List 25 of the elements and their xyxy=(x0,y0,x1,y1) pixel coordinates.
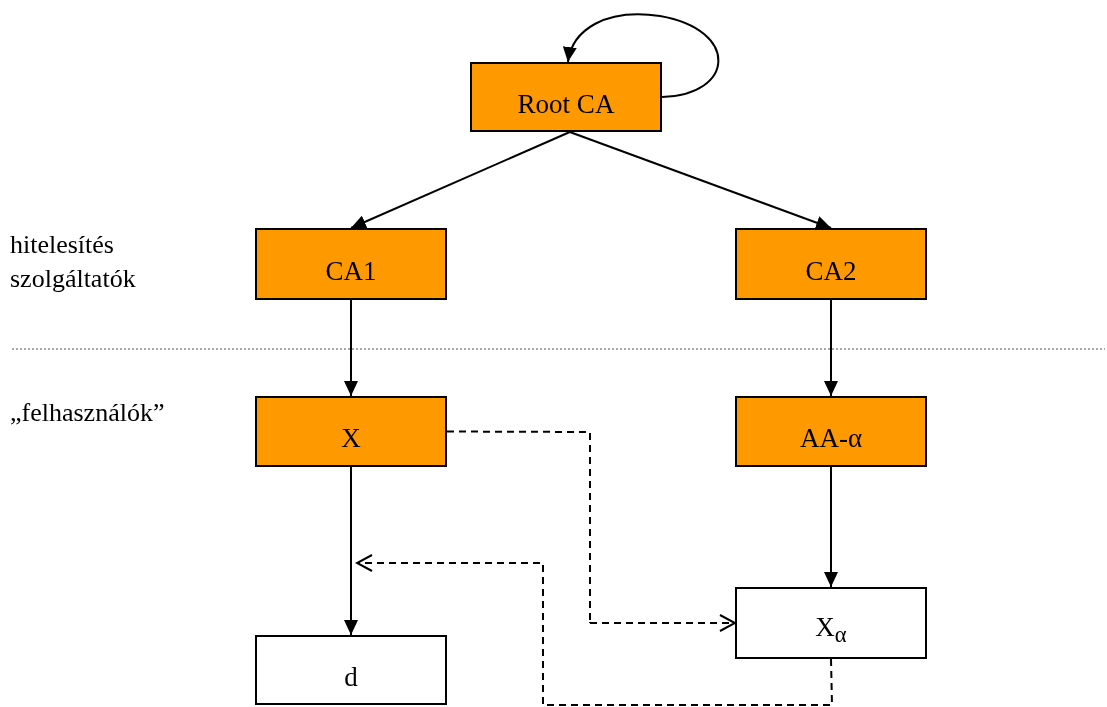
node-label: X xyxy=(341,423,361,454)
self-loop-arrow xyxy=(564,13,720,98)
node-label: Root CA xyxy=(517,88,615,120)
node-label: X$_{α}$ xyxy=(815,611,847,649)
arrow xyxy=(350,131,571,229)
dashed-arrow xyxy=(356,554,834,706)
node-box xyxy=(735,587,927,659)
node-label: d xyxy=(344,661,358,693)
node-label: AA-α xyxy=(799,423,863,454)
node-box xyxy=(255,635,447,705)
arrow xyxy=(344,299,358,397)
arrow xyxy=(824,299,838,397)
arrow xyxy=(568,131,832,230)
tier-label: „felhasználók” xyxy=(10,397,166,429)
node-box xyxy=(470,62,662,132)
dashed-arrow xyxy=(446,430,736,632)
node-box xyxy=(255,396,447,467)
arrow xyxy=(344,466,358,636)
tier-label: hitelesítés szolgáltatók xyxy=(10,229,137,295)
arrow xyxy=(824,466,838,588)
node-box xyxy=(255,228,447,300)
node-label: CA1 xyxy=(325,255,377,287)
node-label: CA2 xyxy=(805,255,857,287)
node-box xyxy=(735,396,927,467)
node-box xyxy=(735,228,927,300)
